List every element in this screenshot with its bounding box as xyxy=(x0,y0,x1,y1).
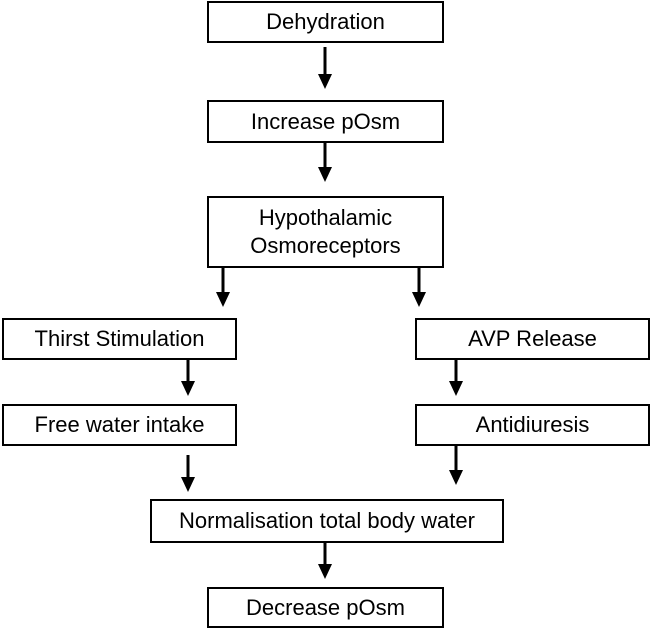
node-decrease-posm: Decrease pOsm xyxy=(207,587,444,628)
node-free-water-intake: Free water intake xyxy=(2,404,237,446)
node-avp-release-label: AVP Release xyxy=(468,326,597,351)
node-normalisation-total-body-water: Normalisation total body water xyxy=(150,499,504,543)
arrow-antidiuresis-to-normalisation xyxy=(449,446,463,485)
node-antidiuresis: Antidiuresis xyxy=(415,404,650,446)
node-dehydration-label: Dehydration xyxy=(266,9,385,34)
arrow-free-water-intake-to-normalisation xyxy=(181,455,195,492)
node-thirst-stimulation: Thirst Stimulation xyxy=(2,318,237,360)
node-thirst-stimulation-label: Thirst Stimulation xyxy=(34,326,205,351)
node-avp-release: AVP Release xyxy=(415,318,650,360)
node-free-water-intake-label: Free water intake xyxy=(34,412,205,437)
node-increase-posm-label: Increase pOsm xyxy=(250,108,401,134)
node-decrease-posm-label: Decrease pOsm xyxy=(246,594,405,620)
arrow-hypothalamic-to-avp-release xyxy=(412,268,426,307)
node-hypothalamic-label-line2: Osmoreceptors xyxy=(250,233,401,258)
arrow-increase-posm-to-hypothalamic xyxy=(318,143,332,182)
node-antidiuresis-label: Antidiuresis xyxy=(475,412,590,437)
arrow-avp-release-to-antidiuresis xyxy=(449,360,463,396)
arrow-hypothalamic-to-thirst-stimulation xyxy=(216,268,230,307)
node-hypothalamic-label-line1: Hypothalamic xyxy=(258,205,393,230)
node-normalisation-label: Normalisation total body water xyxy=(179,508,475,533)
arrow-thirst-stimulation-to-free-water-intake xyxy=(181,360,195,396)
node-increase-posm: Increase pOsm xyxy=(207,100,444,143)
node-hypothalamic-osmoreceptors: Hypothalamic Osmoreceptors xyxy=(207,196,444,268)
arrow-dehydration-to-increase-posm xyxy=(318,47,332,89)
node-dehydration: Dehydration xyxy=(207,1,444,43)
arrow-normalisation-to-decrease-posm xyxy=(318,543,332,579)
